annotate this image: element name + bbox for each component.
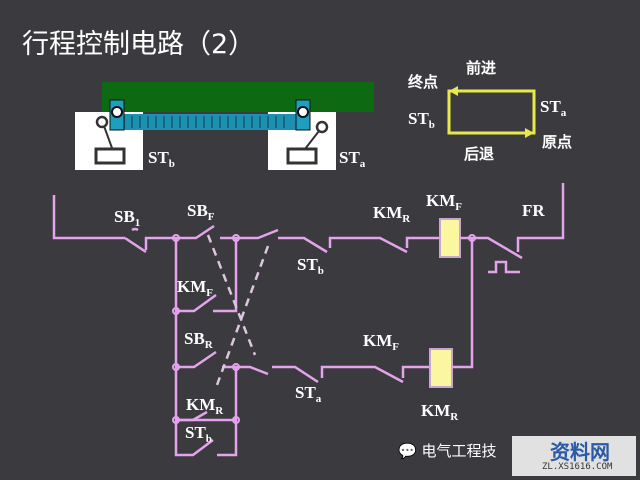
pin-left-icon bbox=[111, 106, 123, 118]
watermark-text: 电气工程技 bbox=[421, 442, 497, 460]
motion-diagram: 前进 终点 后退 原点 STb STa bbox=[408, 59, 572, 163]
pin-right-icon bbox=[297, 106, 309, 118]
kmf-hold-contact bbox=[176, 238, 238, 313]
label-sbr: SBR bbox=[184, 329, 214, 351]
kmf-coil bbox=[439, 218, 461, 258]
sb1-stop-button bbox=[52, 195, 176, 254]
label-forward: 前进 bbox=[466, 59, 496, 77]
kmr-coil-return bbox=[452, 238, 474, 369]
label-kmr-hold: KMR bbox=[186, 395, 224, 417]
label-sbf: SBF bbox=[187, 201, 215, 223]
page-title: 行程控制电路（2） bbox=[22, 29, 256, 60]
bottom-rung-wires bbox=[236, 365, 430, 384]
motion-loop bbox=[447, 89, 536, 135]
label-origin: 原点 bbox=[542, 133, 572, 151]
spring-coils bbox=[123, 116, 285, 128]
label-stb-motion: STb bbox=[408, 109, 435, 131]
mechanical-link-sbr bbox=[215, 245, 270, 386]
label-stb-top: STb bbox=[297, 255, 324, 277]
sb1-button-cap bbox=[131, 227, 139, 232]
label-stb-hold: STb bbox=[185, 423, 212, 445]
watermark-logo: 资料网 ZL.XS1616.COM bbox=[512, 436, 636, 476]
roller-b-icon bbox=[95, 115, 109, 129]
label-kmf-hold: KMF bbox=[177, 277, 213, 299]
roller-a-icon bbox=[315, 120, 329, 134]
label-backward: 后退 bbox=[464, 145, 494, 163]
logo-text: 资料网 bbox=[550, 440, 610, 464]
mechanism-illustration: STb STa bbox=[75, 82, 374, 170]
top-rung-wires bbox=[176, 224, 440, 254]
label-end-point: 终点 bbox=[408, 73, 438, 91]
label-kmr-interlock: KMR bbox=[373, 203, 411, 225]
kmr-coil bbox=[429, 348, 453, 388]
label-sb1: SB1 bbox=[114, 207, 140, 229]
arrow-left-icon bbox=[449, 86, 458, 96]
label-sta-bottom: STa bbox=[295, 383, 322, 405]
label-kmf-coil: KMF bbox=[426, 191, 462, 213]
label-kmf-interlock: KMF bbox=[363, 331, 399, 353]
label-fr: FR bbox=[522, 201, 545, 220]
fr-contact bbox=[460, 183, 565, 260]
arrow-right-icon bbox=[525, 128, 534, 138]
logo-url: ZL.XS1616.COM bbox=[542, 462, 613, 472]
mechanical-link-sbf bbox=[206, 234, 257, 356]
stb-hold-branch bbox=[174, 238, 238, 457]
kmr-hold-contact bbox=[176, 410, 208, 422]
wechat-icon: 💬 bbox=[398, 442, 417, 460]
control-circuit: SB1 SBF KMF SBR KMR STb STb STa KMR KMF … bbox=[52, 183, 565, 457]
worktable-bar bbox=[102, 82, 374, 112]
label-sta-mech: STa bbox=[339, 148, 366, 170]
watermark-channel: 💬 电气工程技 bbox=[398, 440, 496, 461]
fr-thermal-element-icon bbox=[488, 260, 520, 274]
label-kmr-coil: KMR bbox=[421, 401, 459, 423]
label-sta-motion: STa bbox=[540, 97, 567, 119]
label-stb-mech: STb bbox=[148, 148, 175, 170]
